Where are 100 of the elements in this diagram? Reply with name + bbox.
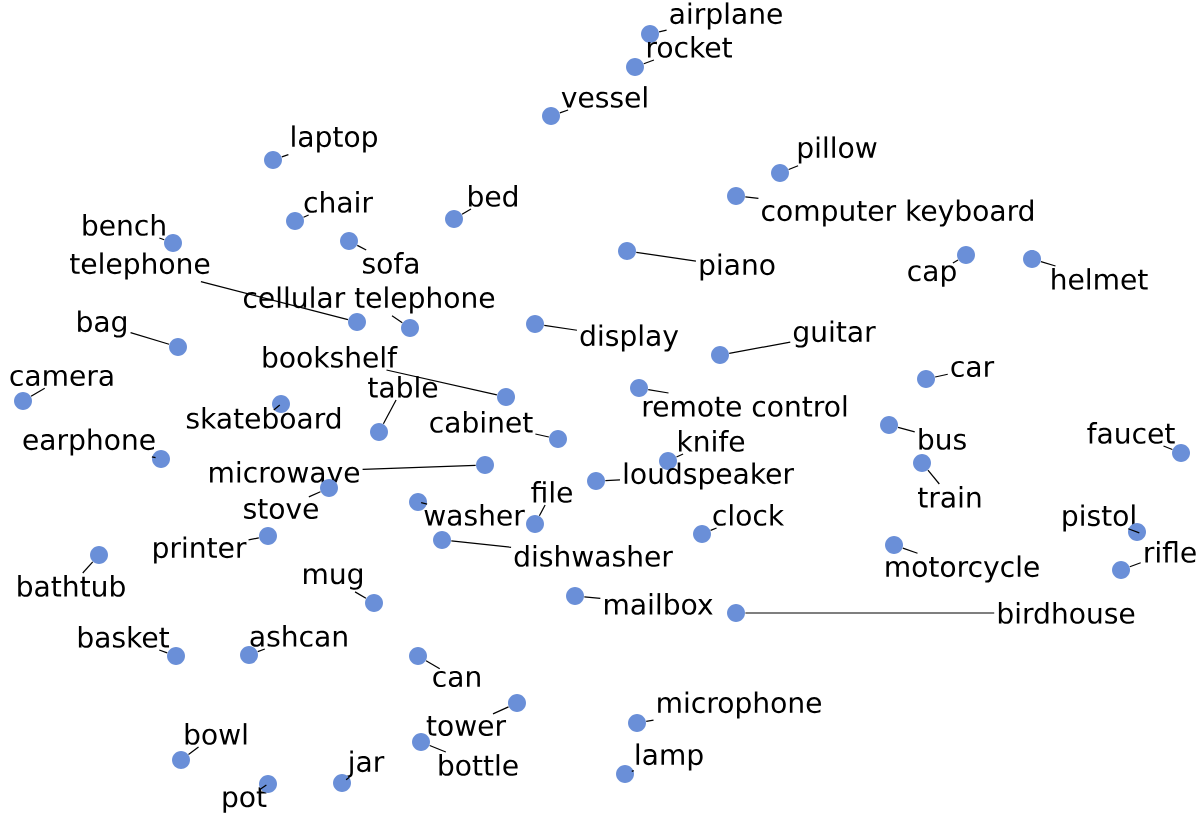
point-label: lamp: [636, 743, 703, 771]
point-label: pot: [223, 787, 267, 813]
leader-line: [645, 719, 655, 722]
scatter-point: [90, 546, 108, 564]
point-label: computer keyboard: [762, 199, 1033, 227]
leader-line: [952, 259, 959, 264]
point-label: faucet: [1087, 422, 1175, 444]
leader-line: [82, 561, 94, 574]
leader-line: [902, 547, 919, 554]
point-label: bag: [78, 310, 126, 338]
leader-line: [604, 479, 621, 482]
point-label: telephone: [70, 252, 210, 280]
leader-line: [534, 433, 550, 438]
scatter-point: [727, 187, 745, 205]
leader-line: [450, 540, 512, 548]
leader-line: [647, 388, 670, 394]
leader-line: [259, 784, 267, 790]
leader-line: [631, 770, 635, 772]
leader-line: [543, 324, 578, 331]
scatter-point: [365, 594, 383, 612]
point-label: cabinet: [430, 411, 533, 433]
leader-line: [354, 591, 367, 599]
point-label: bookshelf: [263, 346, 398, 368]
point-label: skateboard: [186, 407, 341, 429]
scatter-point: [1023, 250, 1041, 268]
leader-line: [934, 373, 949, 378]
leader-line: [1127, 528, 1140, 534]
leader-line: [492, 706, 510, 715]
point-label: cap: [908, 265, 956, 287]
scatter-point: [1172, 444, 1190, 462]
leader-line: [461, 208, 472, 215]
point-label: camera: [10, 369, 113, 387]
leader-line: [897, 426, 916, 433]
point-label: knife: [679, 430, 745, 452]
scatter-point: [1112, 561, 1130, 579]
point-label: bed: [469, 185, 517, 207]
scatter-point: [169, 338, 187, 356]
point-label: jar: [347, 750, 385, 778]
point-label: rocket: [647, 36, 732, 58]
leader-line: [658, 29, 668, 33]
scatter-point: [476, 456, 494, 474]
point-label: vessel: [561, 86, 647, 108]
leader-line: [429, 744, 447, 753]
point-label: piano: [700, 253, 775, 281]
leader-line: [385, 369, 498, 396]
leader-line: [538, 504, 546, 517]
point-label: printer: [154, 536, 247, 564]
scatter-point: [957, 246, 975, 264]
scatter-point: [526, 515, 544, 533]
leader-line: [728, 341, 791, 354]
leader-line: [158, 237, 165, 241]
scatter-point: [348, 313, 366, 331]
leader-line: [129, 332, 170, 345]
leader-line: [583, 596, 601, 600]
scatter-point: [433, 531, 451, 549]
scatter-point: [880, 416, 898, 434]
leader-line: [362, 464, 477, 470]
point-label: helmet: [1052, 268, 1148, 290]
scatter-point: [164, 234, 182, 252]
scatter-point: [240, 646, 258, 664]
scatter-point: [526, 315, 544, 333]
scatter-point: [286, 212, 304, 230]
point-label: loudspeaker: [624, 462, 794, 490]
leader-line: [30, 387, 46, 397]
point-label: mug: [304, 568, 362, 590]
point-label: pillow: [798, 136, 877, 164]
leader-line: [391, 315, 403, 324]
scatter-point: [628, 714, 646, 732]
leader-line: [158, 649, 168, 654]
scatter-point: [566, 587, 584, 605]
point-label: clock: [713, 504, 785, 526]
point-label: birdhouse: [998, 602, 1135, 624]
leader-line: [356, 244, 367, 251]
scatter-point: [264, 151, 282, 169]
leader-line: [420, 502, 428, 505]
leader-line: [710, 527, 718, 532]
point-label: bus: [919, 428, 966, 450]
scatter-point: [549, 430, 567, 448]
leader-line: [744, 196, 760, 199]
scatter-point: [172, 751, 190, 769]
point-label: motorcycle: [886, 555, 1039, 583]
scatter-point: [913, 454, 931, 472]
point-label: table: [368, 376, 438, 398]
scatter-point: [587, 472, 605, 490]
leader-line: [187, 746, 200, 756]
scatter-point: [630, 379, 648, 397]
point-label: file: [531, 481, 572, 503]
leader-line: [151, 456, 157, 459]
point-label: washer: [424, 504, 525, 526]
leader-line: [302, 214, 310, 218]
leader-line: [1162, 445, 1173, 451]
point-label: chair: [304, 191, 373, 213]
point-label: can: [433, 670, 480, 688]
point-label: sofa: [363, 252, 418, 274]
scatter-point: [401, 319, 419, 337]
leader-line: [281, 154, 289, 158]
scatter-point: [497, 388, 515, 406]
scatter-point: [693, 525, 711, 543]
leader-line: [643, 59, 655, 65]
leader-line: [273, 404, 281, 411]
